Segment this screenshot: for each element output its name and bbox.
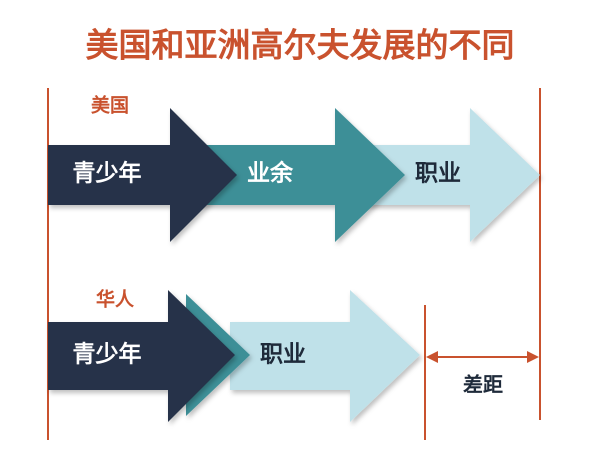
arrow-chinese-pro xyxy=(230,290,420,422)
row-label-chinese: 华人 xyxy=(96,288,135,311)
gap-indicator: 差距 xyxy=(426,351,539,397)
row-us: 美国 青少年 业余 职业 xyxy=(48,94,540,242)
row-chinese: 华人 青少年 职业 xyxy=(48,288,420,422)
gap-arrow-left-head xyxy=(426,351,438,363)
arrow-us-amateur xyxy=(200,108,405,242)
stage-label-us-youth: 青少年 xyxy=(73,160,142,187)
arrow-us-pro xyxy=(365,108,540,242)
diagram-title: 美国和亚洲高尔夫发展的不同 xyxy=(86,26,515,65)
gap-label: 差距 xyxy=(463,373,503,397)
stage-label-us-amateur: 业余 xyxy=(247,160,294,187)
stage-label-chinese-pro: 职业 xyxy=(260,342,306,368)
arrow-chinese-youth xyxy=(48,290,235,422)
stage-label-chinese-youth: 青少年 xyxy=(73,341,142,368)
row-label-us: 美国 xyxy=(91,94,129,117)
stage-label-us-pro: 职业 xyxy=(415,161,461,187)
arrow-us-youth xyxy=(48,108,237,242)
gap-arrow-right-head xyxy=(527,351,539,363)
